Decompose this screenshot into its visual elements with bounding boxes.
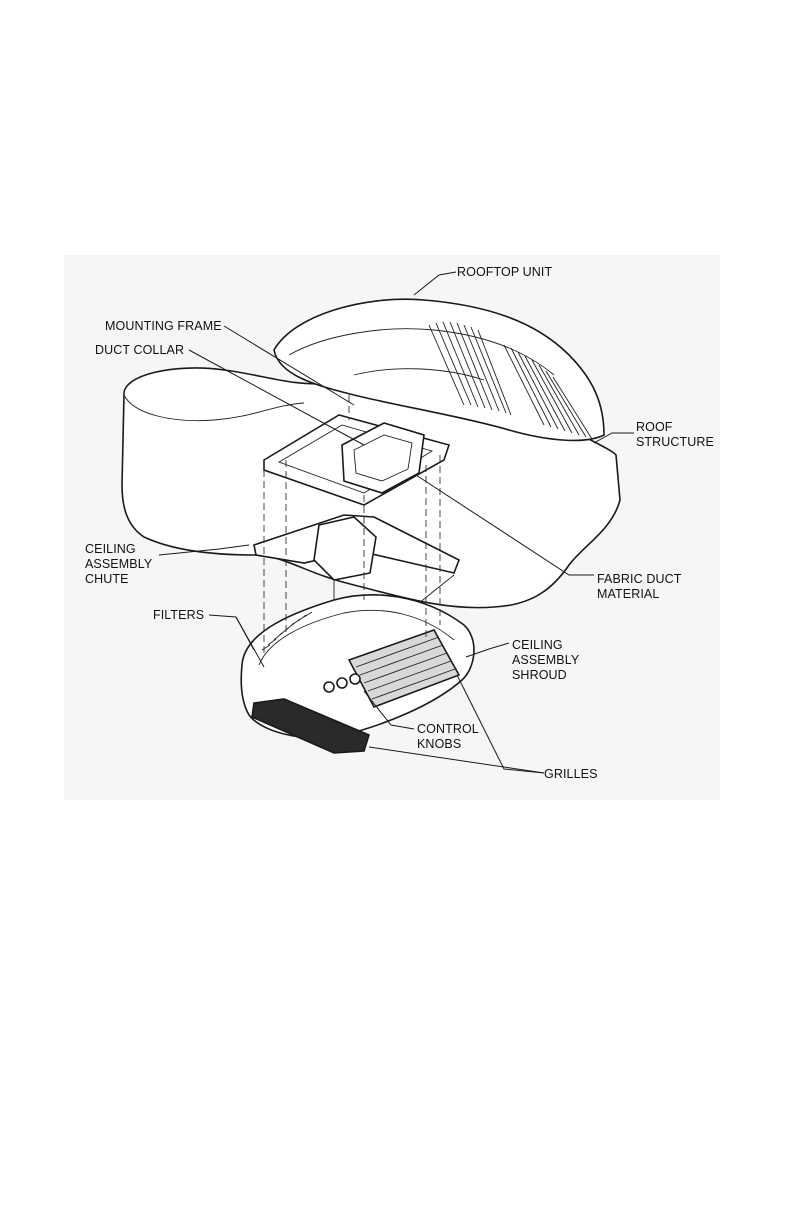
label-roof-structure: ROOF STRUCTURE bbox=[636, 420, 714, 450]
label-ceiling-assembly-shroud: CEILING ASSEMBLY SHROUD bbox=[512, 638, 579, 683]
exploded-diagram: ROOFTOP UNIT MOUNTING FRAME DUCT COLLAR … bbox=[64, 255, 720, 800]
label-mounting-frame: MOUNTING FRAME bbox=[105, 319, 222, 334]
label-ceiling-assembly-chute: CEILING ASSEMBLY CHUTE bbox=[85, 542, 152, 587]
label-duct-collar: DUCT COLLAR bbox=[95, 343, 184, 358]
label-control-knobs: CONTROL KNOBS bbox=[417, 722, 479, 752]
label-rooftop-unit: ROOFTOP UNIT bbox=[457, 265, 552, 280]
diagram-drawing bbox=[64, 255, 720, 800]
label-filters: FILTERS bbox=[153, 608, 204, 623]
label-fabric-duct-material: FABRIC DUCT MATERIAL bbox=[597, 572, 681, 602]
label-grilles: GRILLES bbox=[544, 767, 598, 782]
